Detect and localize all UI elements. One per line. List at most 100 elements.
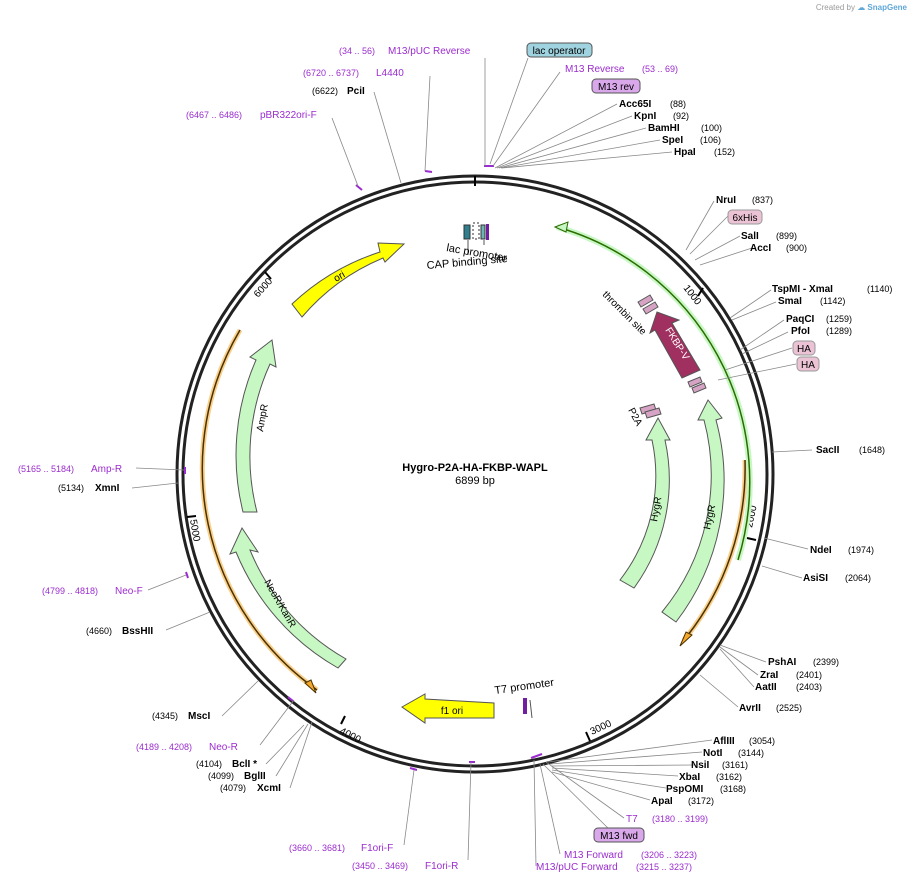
site-pos-pcii: (6622) xyxy=(312,86,338,96)
plasmid-name: Hygro-P2A-HA-FKBP-WAPL xyxy=(402,462,548,474)
primer-pos-ampr: (5165 .. 5184) xyxy=(18,464,74,474)
primer-pos-neor: (4189 .. 4208) xyxy=(136,742,192,752)
primer-name-m13puc-forward: M13/pUC Forward xyxy=(536,862,618,873)
feature-f1ori: f1 ori xyxy=(401,693,495,724)
site-name-spei: SpeI xyxy=(662,135,683,146)
site-pos-smai: (1142) xyxy=(820,296,845,306)
primer-pos-pbr322: (6467 .. 6486) xyxy=(186,110,242,120)
leader-lines xyxy=(131,57,813,867)
ha-box-2: HA xyxy=(801,360,815,371)
site-name-pcii: PciI xyxy=(347,86,365,97)
site-name-aatii: AatII xyxy=(755,682,777,693)
feature-ampr: AmpR xyxy=(235,339,277,513)
lac-operator-box: lac operator xyxy=(533,46,586,57)
site-pos-xbai: (3162) xyxy=(716,772,742,782)
site-name-bglii: BglII xyxy=(244,771,266,782)
site-name-acc65i: Acc65I xyxy=(619,99,651,110)
primer-marks xyxy=(184,165,543,771)
site-name-kpni: KpnI xyxy=(634,111,656,122)
boxed-labels: lac operator M13 rev 6xHis HA HA M13 fwd xyxy=(526,42,820,843)
site-pos-nsii: (3161) xyxy=(722,760,748,770)
snapgene-credit: Created by ☁ SnapGene xyxy=(816,3,907,12)
primer-name-l4440: L4440 xyxy=(376,68,404,79)
primer-name-neof: Neo-F xyxy=(115,586,143,597)
site-name-ndei: NdeI xyxy=(810,545,832,556)
ampr-label: AmpR xyxy=(255,403,271,432)
site-name-drui: NruI xyxy=(716,195,736,206)
ori-label: ori xyxy=(332,270,347,285)
feature-ha-marks xyxy=(687,376,707,394)
credit-brand: SnapGene xyxy=(867,3,907,12)
site-pos-hpai: (152) xyxy=(714,147,735,157)
site-pos-xcmi: (4079) xyxy=(220,783,246,793)
primer-name-ampr: Amp-R xyxy=(91,464,122,475)
site-pos-noti: (3144) xyxy=(738,748,764,758)
primer-pos-m13-reverse: (53 .. 69) xyxy=(642,64,678,74)
thrombin-label: thrombin site xyxy=(600,289,649,338)
site-name-asisi: AsiSI xyxy=(803,573,828,584)
site-pos-bsshii: (4660) xyxy=(86,626,112,636)
primer-pos-f1orir: (3450 .. 3469) xyxy=(352,861,408,871)
primer-name-m13-forward: M13 Forward xyxy=(564,850,623,861)
primer-name-t7: T7 xyxy=(626,814,638,825)
site-pos-spei: (106) xyxy=(700,135,721,145)
site-name-tspmi-xmai: TspMI - XmaI xyxy=(772,284,833,295)
site-pos-bglii: (4099) xyxy=(208,771,234,781)
t7-promoter-label: T7 promoter xyxy=(494,677,555,697)
primer-name-f1orif: F1ori-F xyxy=(361,843,393,854)
feature-ori: ori xyxy=(291,242,406,318)
m13-fwd-box: M13 fwd xyxy=(600,831,638,842)
credit-prefix: Created by xyxy=(815,3,855,12)
ha-box-1: HA xyxy=(797,344,811,355)
site-pos-ndei: (1974) xyxy=(848,545,874,555)
site-name-paqci: PaqCI xyxy=(786,314,815,325)
site-name-sacii: SacII xyxy=(816,445,840,456)
outer-feature-arcs xyxy=(201,226,751,691)
site-name-afliii: AflIII xyxy=(713,736,735,747)
m13-rev-box: M13 rev xyxy=(598,82,634,93)
snapgene-logo-icon: ☁ xyxy=(857,3,866,12)
site-pos-bamhi: (100) xyxy=(701,123,722,133)
site-name-smai: SmaI xyxy=(778,296,802,307)
plasmid-length: 6899 bp xyxy=(455,475,495,487)
site-name-hpai: HpaI xyxy=(674,147,696,158)
site-pos-kpni: (92) xyxy=(673,111,689,121)
cap-site-label: CAP binding site xyxy=(426,253,508,272)
hygr-inner-label: HygR xyxy=(649,496,664,523)
tick-label-5000: 5000 xyxy=(187,519,202,543)
site-name-acci: AccI xyxy=(750,243,771,254)
feature-lac-region: lac promoter CAP binding site xyxy=(426,222,508,272)
primer-pos-m13puc-forward: (3215 .. 3237) xyxy=(636,862,692,872)
site-pos-drui: (837) xyxy=(752,195,773,205)
arrowhead-2 xyxy=(304,679,317,694)
site-pos-xmni: (5134) xyxy=(58,483,84,493)
restriction-sites: (6622) PciI Acc65I (88) KpnI (92) BamHI … xyxy=(58,86,892,807)
primer-name-m13-reverse: M13 Reverse xyxy=(565,64,625,75)
primer-name-m13puc-rev: M13/pUC Reverse xyxy=(388,46,471,57)
site-pos-apai: (3172) xyxy=(688,796,714,806)
site-name-msci: MscI xyxy=(188,711,210,722)
site-pos-sali: (899) xyxy=(776,231,797,241)
site-name-bamhi: BamHI xyxy=(648,123,680,134)
site-pos-afliii: (3054) xyxy=(749,736,775,746)
tick-label-3000: 3000 xyxy=(589,718,614,738)
site-name-apai: ApaI xyxy=(651,796,673,807)
site-pos-zrai: (2401) xyxy=(796,670,822,680)
site-pos-acci: (900) xyxy=(786,243,807,253)
site-pos-sacii: (1648) xyxy=(859,445,885,455)
site-pos-pshai: (2399) xyxy=(813,657,839,667)
site-name-xmni: XmnI xyxy=(95,483,120,494)
site-name-pspomi: PspOMI xyxy=(666,784,703,795)
arrowhead-1 xyxy=(679,631,693,647)
site-name-avrii: AvrII xyxy=(739,703,761,714)
site-name-bsshii: BssHII xyxy=(122,626,153,637)
arrowhead-3 xyxy=(553,221,569,233)
primer-name-f1orir: F1ori-R xyxy=(425,861,458,872)
primer-pos-m13-forward: (3206 .. 3223) xyxy=(641,850,697,860)
feature-t7-region: T7 promoter xyxy=(494,677,555,719)
site-name-pfoi: PfoI xyxy=(791,326,810,337)
primer-name-neor: Neo-R xyxy=(209,742,238,753)
primer-pos-neof: (4799 .. 4818) xyxy=(42,586,98,596)
primer-pos-l4440: (6720 .. 6737) xyxy=(303,68,359,78)
